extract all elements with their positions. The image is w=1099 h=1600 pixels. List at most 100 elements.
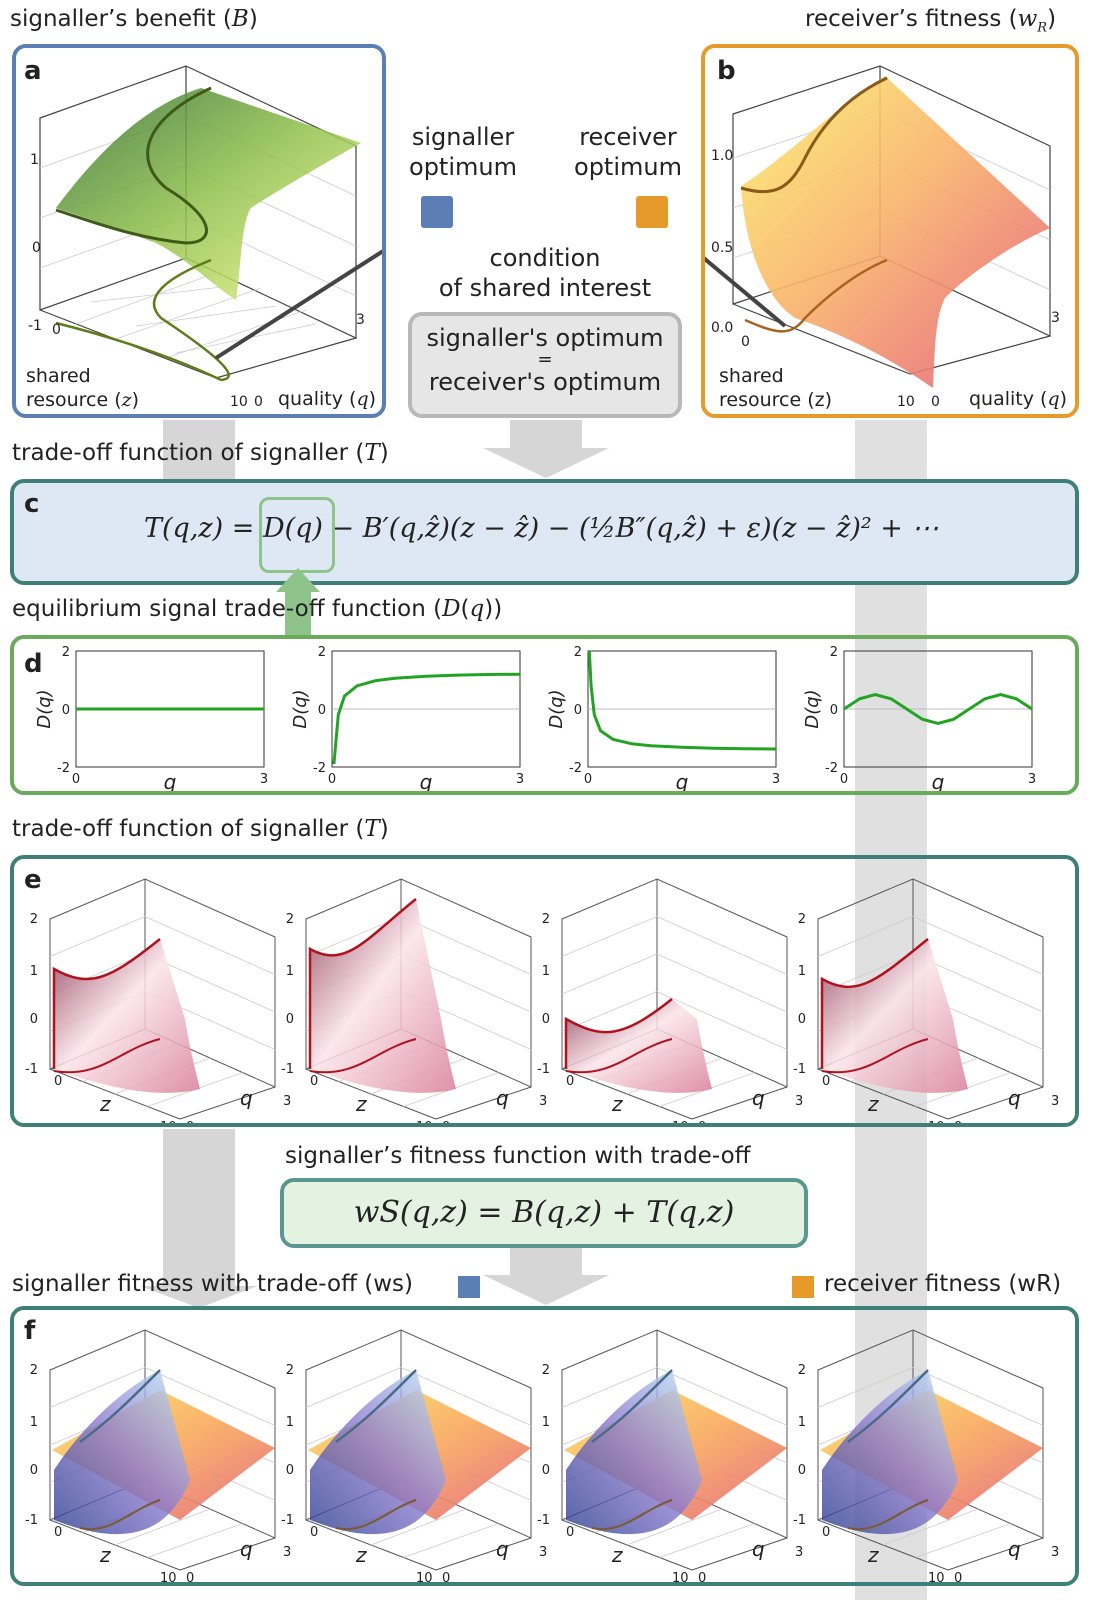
panel-a-title: signaller’s benefit (B) xyxy=(10,6,258,32)
f-ridge-curve xyxy=(847,1369,929,1444)
e-plot-4-edge xyxy=(947,1086,1044,1120)
e-plot-3-qtick: 0 xyxy=(698,1120,706,1123)
f-plot-1-vtick: 0 xyxy=(30,1463,38,1478)
f-plot-2-vtick: -1 xyxy=(281,1513,294,1528)
e-ridge-curve xyxy=(52,938,161,1069)
panel-b-tick-1: 1.0 xyxy=(711,148,734,164)
f-plot-1-grid xyxy=(114,1508,211,1546)
e-plot-2-grid xyxy=(305,916,402,957)
arrow-fit-head xyxy=(483,1275,609,1305)
panel-b-letter: b xyxy=(717,56,736,86)
panel-c-letter: c xyxy=(24,489,40,519)
panel-b-tick-q0: 0 xyxy=(931,394,940,410)
f-plot-1-grid xyxy=(147,1523,243,1558)
f-plot-4-vtick: 1 xyxy=(798,1415,806,1430)
signaller-optimum-swatch xyxy=(421,196,453,228)
d-ytick: 0 xyxy=(318,703,326,718)
f-plot-2-grid xyxy=(370,1508,467,1546)
f-signaller-surface xyxy=(822,1370,958,1535)
fitness-equation: wS(q,z) = B(q,z) + T(q,z) xyxy=(353,1195,735,1230)
f-signaller-surface xyxy=(566,1370,702,1535)
e-plot-3-grid xyxy=(656,916,788,975)
panel-a-tick-0: 0 xyxy=(32,240,41,256)
e-plot-3-edge xyxy=(691,1086,788,1120)
e-plot-1-ztick: 0 xyxy=(54,1074,62,1089)
signaller-optimum-label: signaller optimum xyxy=(403,122,523,182)
e-plot-1-qlabel: q xyxy=(240,1086,253,1110)
d-xtick: 3 xyxy=(516,772,524,787)
panel-b-floor-curve xyxy=(744,258,888,333)
f-plot-2-grid xyxy=(305,1367,402,1408)
arrow-cond-shaft xyxy=(510,420,582,450)
e-plot-3-grid xyxy=(656,991,788,1050)
arrow-d-to-c-shaft xyxy=(285,590,311,638)
f-plot-3-ztick: 10 xyxy=(672,1571,689,1582)
d-ylabel: D(q) xyxy=(290,689,311,728)
panel-f-letter: f xyxy=(24,1316,36,1346)
e-plot-3-qtick: 3 xyxy=(795,1094,803,1109)
e-plot-1-ztick: 10 xyxy=(160,1120,177,1123)
panel-b-tick-q3: 3 xyxy=(1051,310,1060,326)
panel-a-ridge-curve xyxy=(55,86,212,245)
e-plot-1-qtick: 0 xyxy=(186,1120,194,1123)
f-ridge-curve xyxy=(591,1369,673,1444)
condition-box: signaller's optimum = receiver's optimum xyxy=(408,312,682,418)
d-ytick: 0 xyxy=(62,703,70,718)
d-xtick: 3 xyxy=(260,772,268,787)
f-plot-2-edge xyxy=(435,1537,532,1571)
f-plot-1-ztick: 10 xyxy=(160,1571,177,1582)
e-plot-2-ztick: 0 xyxy=(310,1074,318,1089)
e-plot-4-qtick: 3 xyxy=(1051,1094,1059,1109)
panel-a-tick-q0: 0 xyxy=(254,394,263,410)
f-plot-4-vtick: 0 xyxy=(798,1463,806,1478)
f-plot-1-grid xyxy=(144,1367,276,1426)
e-plot-1-vtick: 1 xyxy=(30,964,38,979)
condition-box-line2: = xyxy=(537,349,553,370)
panel-b-pointer-line xyxy=(705,256,787,328)
panel-b-box: b 1.0 0.5 0.0 0 10 0 3 shared resource xyxy=(701,44,1079,418)
signaller-optimum-line1: signaller xyxy=(411,123,515,151)
e-plot-3-ztick: 10 xyxy=(672,1120,689,1123)
e-ridge-curve xyxy=(564,998,673,1069)
f-plot-4-qlabel: q xyxy=(1008,1537,1021,1561)
panel-e-letter: e xyxy=(24,865,42,895)
arrow-e-left-head xyxy=(140,1286,258,1308)
f-plot-4-grid xyxy=(912,1367,1044,1426)
f-plot-3-grid xyxy=(626,1508,723,1546)
e-plot-1-vtick: 2 xyxy=(30,912,38,927)
f-plot-3-qtick: 0 xyxy=(698,1571,706,1582)
f-plot-4-vtick: -1 xyxy=(793,1513,806,1528)
f-ridge-curve xyxy=(79,1369,161,1444)
f-plot-2-qlabel: q xyxy=(496,1537,509,1561)
e-plot-2-grid xyxy=(400,916,532,975)
panel-d-letter: d xyxy=(24,649,43,679)
panel-a-box: a 1 0 -1 0 10 xyxy=(12,44,386,418)
d-xlabel: q xyxy=(420,770,433,791)
arrow-d-to-c-head xyxy=(276,568,320,592)
f-plot-3-vtick: 2 xyxy=(542,1363,550,1378)
f-plot-1-vtick: 2 xyxy=(30,1363,38,1378)
f-plot-1-vtick: -1 xyxy=(25,1513,38,1528)
fitness-heading: signaller’s fitness function with trade-… xyxy=(285,1143,751,1169)
e-plot-3-vtick: 2 xyxy=(542,912,550,927)
e-floor-curve xyxy=(53,1038,161,1074)
f-floor-curve xyxy=(335,1499,417,1531)
panel-b-tick-05: 0.5 xyxy=(711,240,734,256)
d-ytick: -2 xyxy=(825,761,838,776)
f-floor-curve xyxy=(847,1499,929,1531)
receiver-optimum-label: receiver optimum xyxy=(568,122,688,182)
panel-f-title-left: signaller fitness with trade-off (ws) xyxy=(12,1271,413,1297)
d-series-line xyxy=(587,650,777,751)
d-ylabel: D(q) xyxy=(546,689,567,728)
d-series-line xyxy=(332,672,521,765)
f-plot-4-ztick: 0 xyxy=(822,1525,830,1540)
